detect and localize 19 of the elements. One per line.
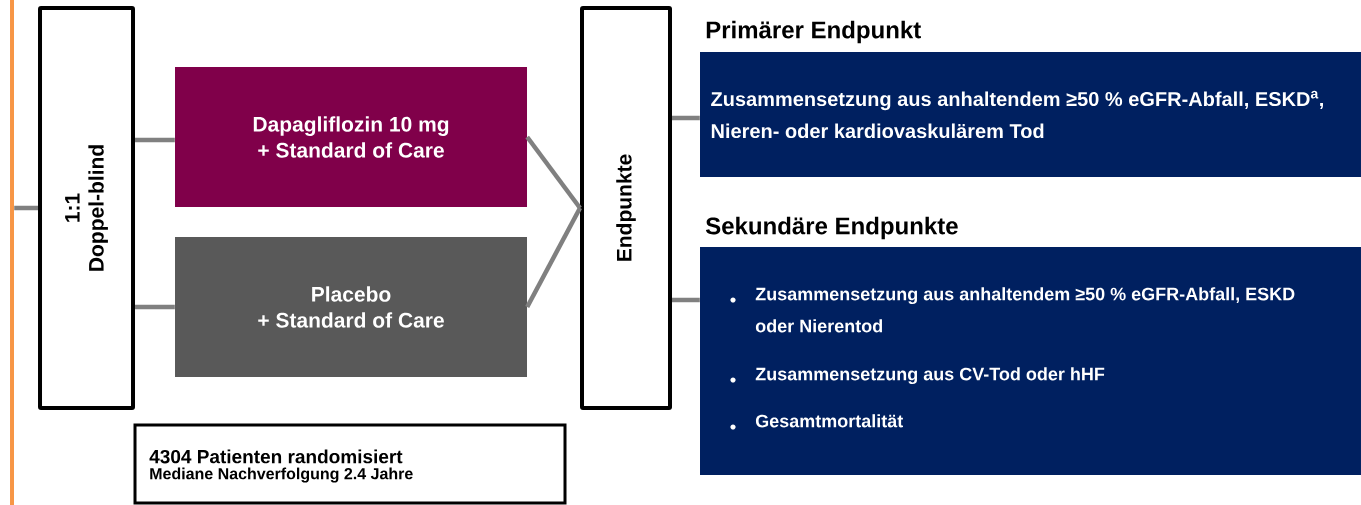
connector-line (525, 135, 582, 210)
connector-line (14, 205, 38, 211)
vertical-label: Endpunkte (616, 154, 636, 261)
info-text: 4304 Patienten randomisiert Mediane Nachverfolgung 2.4 Jahre (149, 449, 413, 483)
vertical-label: 1:1 Doppel-blind (65, 145, 108, 271)
connector-line (672, 115, 700, 121)
arm-box: Placebo + Standard of Care (175, 237, 527, 377)
endpoint-box: Zusammensetzung aus anhaltendem ≥50 % eGFR-Abfall, ESKD$^{a}$, Nieren- oder kardiovaskulärem Tod (700, 52, 1361, 177)
section-heading: Sekundäre Endpunkte (705, 216, 958, 240)
arm-box: Dapagliflozin 10 mg + Standard of Care (175, 67, 527, 207)
bullet-text: Gesamtmortalität (755, 414, 903, 428)
timeline-bar (10, 0, 14, 505)
connector-line (135, 304, 175, 310)
connector-line (525, 206, 582, 309)
connector-line (135, 137, 175, 143)
bullet-text: Zusammensetzung aus anhaltendem ≥50 % eGFR-Abfall, ESKD oder Nierentod (755, 287, 1295, 333)
bullet-text: Zusammensetzung aus CV-Tod oder hHF (755, 367, 1105, 385)
section-heading: Primärer Endpunkt (706, 20, 921, 44)
connector-line (672, 297, 700, 303)
